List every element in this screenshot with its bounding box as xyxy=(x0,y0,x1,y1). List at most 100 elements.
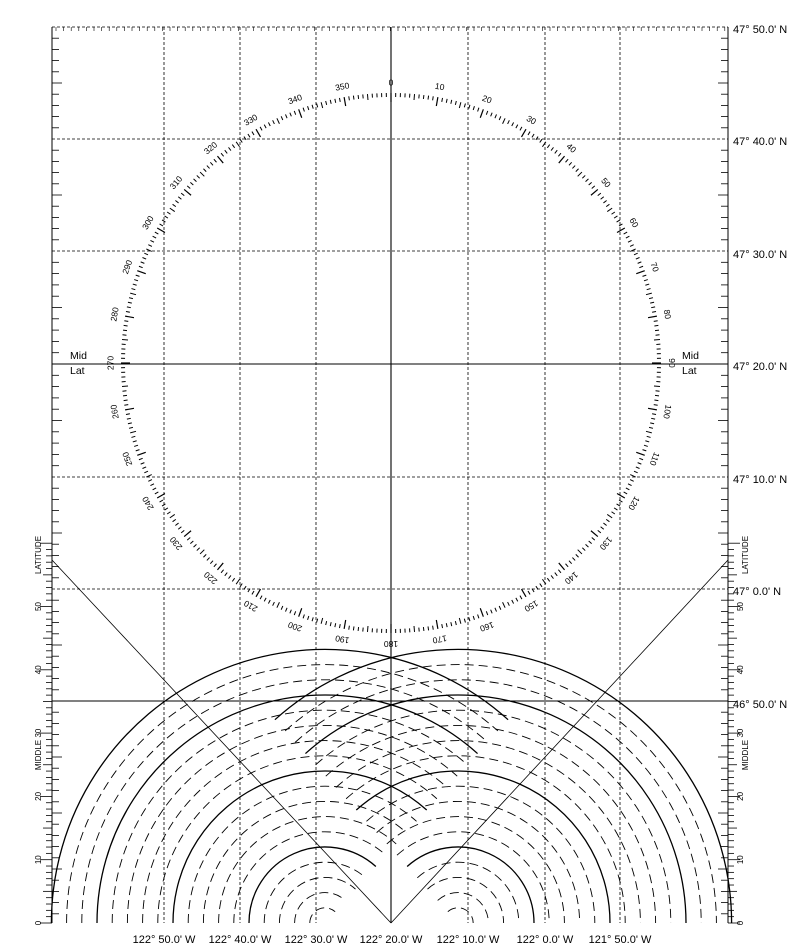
rose-tick xyxy=(606,514,613,519)
rose-degree-label: 230 xyxy=(167,535,184,553)
distance-arc xyxy=(376,800,581,924)
rose-tick xyxy=(235,141,240,148)
distance-arc xyxy=(417,861,520,924)
distance-arc xyxy=(396,831,550,924)
rose-tick xyxy=(636,451,645,456)
rose-tick xyxy=(338,97,341,102)
rose-tick xyxy=(213,563,217,568)
rose-tick xyxy=(334,98,337,103)
rose-tick xyxy=(633,470,638,474)
distance-arc xyxy=(187,785,417,924)
rose-tick xyxy=(527,590,531,595)
rose-tick xyxy=(413,93,416,101)
rose-degree-label: 50 xyxy=(599,176,613,190)
distance-arc xyxy=(406,846,535,924)
rose-tick xyxy=(193,178,197,182)
rose-tick xyxy=(186,537,191,541)
rose-tick xyxy=(127,301,132,304)
longitude-label: 122° 20.0' W xyxy=(360,934,423,946)
distance-arc xyxy=(284,664,717,924)
rose-tick xyxy=(646,288,651,291)
rose-tick xyxy=(611,511,616,515)
rose-tick xyxy=(134,444,139,447)
rose-tick xyxy=(128,297,134,300)
rose-tick xyxy=(216,562,224,571)
rose-tick xyxy=(134,279,139,282)
rose-tick xyxy=(502,118,506,124)
rose-tick xyxy=(146,248,152,252)
distance-arc xyxy=(50,648,509,924)
rose-tick xyxy=(142,466,147,469)
rose-tick xyxy=(343,96,347,107)
distance-arc xyxy=(142,740,448,924)
rose-tick xyxy=(519,126,523,131)
rose-tick xyxy=(152,235,157,239)
rose-tick xyxy=(289,112,292,117)
rose-tick xyxy=(635,466,640,469)
distance-arc xyxy=(309,907,336,924)
scale-title-middle-right: MIDDLE xyxy=(741,740,750,770)
mid-lat-label-left: Mid xyxy=(70,350,87,362)
rose-tick xyxy=(140,462,145,465)
rose-tick xyxy=(311,104,314,109)
scale-tick-label: 20 xyxy=(736,791,745,800)
rose-tick xyxy=(150,483,155,487)
rose-tick xyxy=(588,540,592,545)
rose-tick xyxy=(468,104,471,109)
rose-tick xyxy=(454,100,457,106)
distance-arc xyxy=(355,770,611,924)
rose-tick xyxy=(642,449,647,452)
rose-tick xyxy=(164,215,169,219)
rose-tick xyxy=(627,239,632,243)
rose-tick xyxy=(161,219,166,223)
rose-degree-label: 20 xyxy=(481,93,494,106)
rose-tick xyxy=(479,109,484,118)
rose-degree-label: 60 xyxy=(627,216,641,229)
rose-tick xyxy=(159,499,164,503)
longitude-label: 122° 40.0' W xyxy=(209,934,272,946)
rose-tick xyxy=(591,537,596,541)
rose-tick xyxy=(554,149,558,154)
rose-tick xyxy=(535,136,539,141)
rose-tick xyxy=(618,499,623,503)
rose-tick xyxy=(224,572,228,577)
rose-tick xyxy=(293,110,297,115)
scale-tick-label: 40 xyxy=(34,665,43,674)
rose-tick xyxy=(124,320,129,322)
distance-arc xyxy=(233,831,387,924)
distance-arc xyxy=(202,800,407,924)
rose-tick xyxy=(603,200,607,204)
rose-degree-label: 170 xyxy=(432,633,448,645)
distance-arc xyxy=(81,679,489,924)
rose-tick xyxy=(285,114,288,119)
rose-degree-label: 260 xyxy=(108,404,120,420)
rose-degree-label: 280 xyxy=(108,306,120,322)
rose-tick xyxy=(605,518,610,523)
rose-tick xyxy=(280,605,284,610)
rose-degree-label: 200 xyxy=(286,620,303,634)
rose-tick xyxy=(130,430,137,434)
rose-tick xyxy=(507,601,510,606)
scale-tick-label: 20 xyxy=(34,791,43,800)
rose-tick xyxy=(177,196,182,200)
mid-lat-label-left: Lat xyxy=(70,365,85,377)
rose-tick xyxy=(180,530,185,534)
distance-arc xyxy=(294,679,702,924)
rose-tick xyxy=(190,540,194,545)
distance-arc xyxy=(305,694,687,924)
rose-tick xyxy=(648,297,654,300)
distance-arc xyxy=(345,755,626,924)
rose-tick xyxy=(307,106,310,111)
rose-tick xyxy=(329,622,332,627)
rose-tick xyxy=(125,413,130,416)
rose-degree-label: 10 xyxy=(434,81,445,93)
rose-tick xyxy=(307,615,310,620)
rose-tick xyxy=(231,577,236,582)
rose-tick xyxy=(142,257,147,260)
rose-tick xyxy=(647,315,658,319)
rose-tick xyxy=(193,544,197,548)
rose-degree-label: 160 xyxy=(478,620,495,634)
rose-tick xyxy=(432,96,434,101)
scale-tick-label: 50 xyxy=(736,602,745,611)
